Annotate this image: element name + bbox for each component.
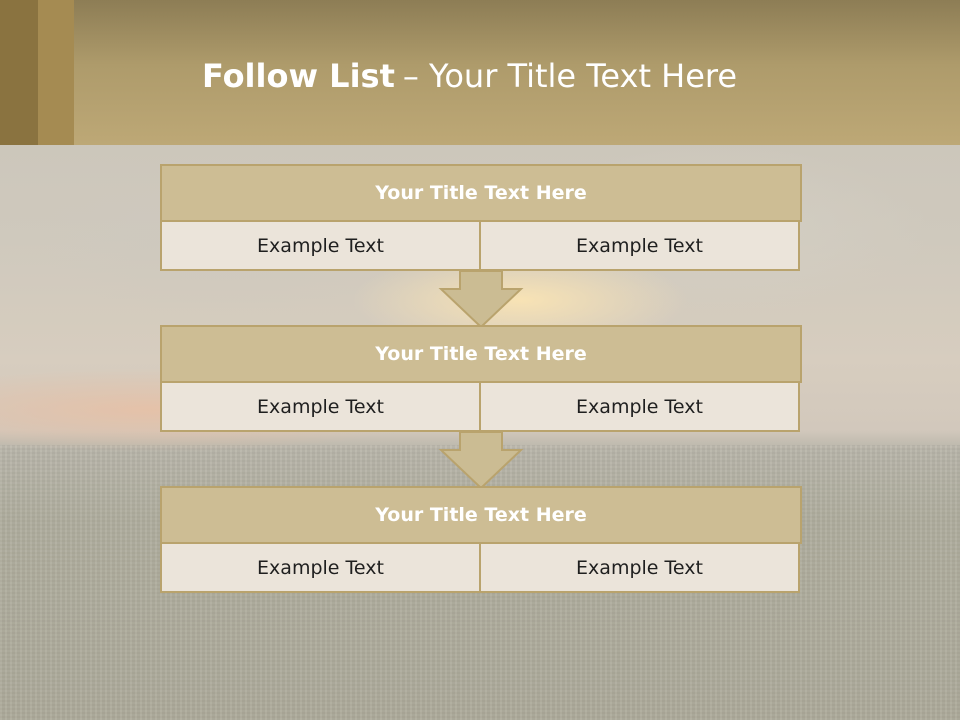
block-cell-right: Example Text	[479, 542, 800, 593]
down-arrow-icon	[438, 431, 524, 490]
block-row: Example Text Example Text	[160, 542, 802, 593]
block-title: Your Title Text Here	[160, 325, 802, 383]
follow-block-1: Your Title Text Here Example Text Exampl…	[160, 164, 802, 271]
block-row: Example Text Example Text	[160, 220, 802, 271]
block-cell-right: Example Text	[479, 381, 800, 432]
block-cell-left: Example Text	[160, 542, 481, 593]
slide-title-rest: – Your Title Text Here	[402, 57, 738, 95]
slide-title: Follow List– Your Title Text Here	[202, 52, 737, 102]
block-cell-right: Example Text	[479, 220, 800, 271]
header-band	[0, 0, 960, 145]
block-title: Your Title Text Here	[160, 164, 802, 222]
down-arrow-icon	[438, 270, 524, 329]
block-title: Your Title Text Here	[160, 486, 802, 544]
follow-block-2: Your Title Text Here Example Text Exampl…	[160, 325, 802, 432]
block-cell-left: Example Text	[160, 220, 481, 271]
header-accent-strip-dark	[0, 0, 38, 145]
header-accent-strip-light	[38, 0, 74, 145]
block-cell-left: Example Text	[160, 381, 481, 432]
follow-block-3: Your Title Text Here Example Text Exampl…	[160, 486, 802, 593]
slide-title-bold: Follow List	[202, 57, 395, 95]
block-row: Example Text Example Text	[160, 381, 802, 432]
